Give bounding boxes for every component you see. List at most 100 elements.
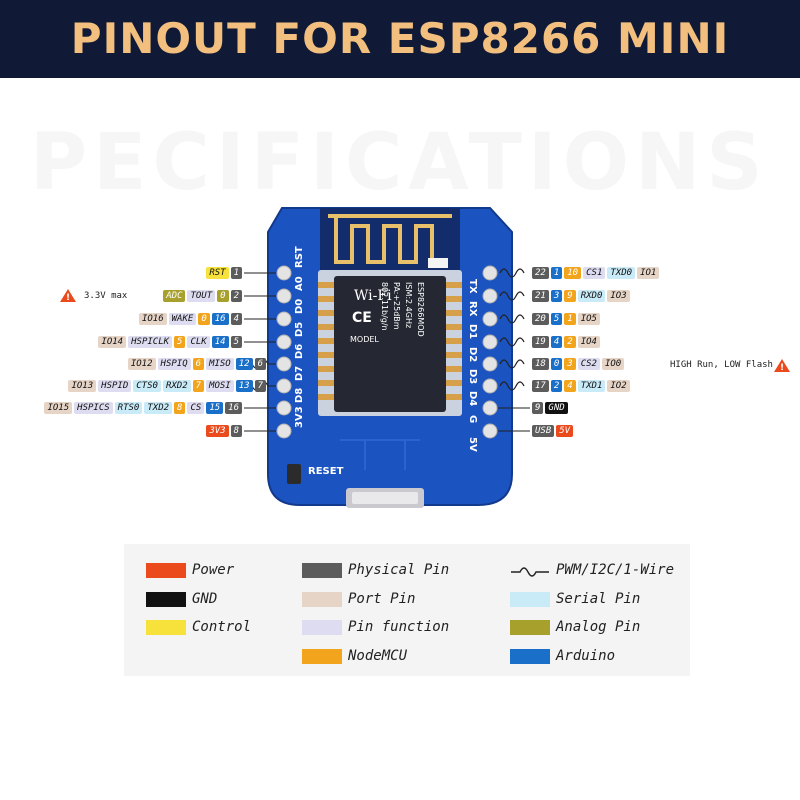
leader-lines: [244, 272, 530, 432]
arduino-tag: 1: [550, 267, 563, 279]
pin-function-tag: HSPID: [98, 380, 132, 392]
warning-icon: !: [60, 289, 76, 303]
io0-boot-note: HIGH Run, LOW Flash: [670, 360, 773, 370]
module-shield: [334, 276, 446, 412]
nodemcu-tag: 4: [564, 380, 576, 392]
header-holes-right: [482, 265, 498, 439]
silk-label: A0: [294, 276, 305, 291]
pin-function-tag: HSPICLK: [128, 336, 173, 348]
port-pin-tag: IO0: [601, 358, 625, 370]
legend-swatch: [146, 591, 186, 607]
nodemcu-tag: 5: [174, 336, 186, 348]
reset-button: [287, 464, 301, 484]
right-pin-row-5v: USB 5V: [532, 424, 574, 438]
legend-item-gnd: GND: [146, 591, 217, 607]
pin-function-tag: MISO: [206, 358, 234, 370]
nodemcu-tag: 1: [564, 313, 576, 325]
nodemcu-tag: 10: [564, 267, 582, 279]
silk-label: D3: [467, 369, 478, 384]
ce-mark: CE: [352, 310, 372, 326]
physical-pin-tag: 6: [254, 358, 266, 370]
silk-label: RST: [294, 246, 305, 268]
legend-swatch: [146, 619, 186, 635]
analog-pin-tag: ADC: [163, 290, 186, 302]
silk-label: D5: [294, 322, 305, 337]
physical-pin-tag: 2: [230, 290, 242, 302]
silk-label: G: [467, 415, 478, 423]
silk-label: D7: [294, 366, 305, 381]
svg-text:!: !: [780, 363, 784, 373]
power-tag: 5V: [556, 425, 574, 437]
pwm-wave-icon: [511, 566, 549, 577]
silk-label: D4: [467, 391, 478, 406]
physical-pin-tag: 20: [532, 313, 549, 325]
nodemcu-tag: 3: [564, 358, 576, 370]
legend-item-analog-pin: Analog Pin: [510, 619, 640, 635]
module-pads-right: [446, 282, 462, 400]
legend-swatch: [510, 648, 550, 664]
legend-label: Arduino: [556, 648, 616, 664]
physical-pin-tag: 21: [532, 290, 549, 302]
pin-function-tag: TOUT: [187, 290, 216, 302]
left-pin-row-d8: IO15 HSPICS RTS0 TXD2 8 CS 15 16: [44, 401, 242, 415]
background-watermark: PECIFICATIONS: [30, 118, 769, 208]
pin-function-tag: HSPICS: [74, 402, 113, 414]
silk-label: D1: [467, 324, 478, 339]
arduino-tag: 4: [550, 336, 563, 348]
right-pin-row-gnd: 9 GND: [532, 401, 568, 415]
physical-pin-tag: 7: [254, 380, 266, 392]
physical-pin-tag: 18: [532, 358, 549, 370]
left-pin-row-d5: IO14 HSPICLK 5 CLK 14 5: [98, 335, 242, 349]
right-pin-row-d3: 18 0 3 CS2 IO0: [532, 357, 625, 371]
legend-label: GND: [192, 591, 218, 607]
nodemcu-tag: 7: [192, 380, 205, 392]
pin-function-tag: HSPIQ: [157, 358, 191, 370]
serial-pin-tag: RXD2: [162, 380, 191, 392]
port-pin-tag: IO14: [98, 336, 127, 348]
page-title: PINOUT FOR ESP8266 MINI: [70, 14, 730, 63]
silk-label: 3V3: [294, 406, 305, 428]
module-spec-line: PA:+25dBm: [392, 282, 401, 330]
legend-label: Power: [192, 562, 235, 578]
gnd-tag: GND: [545, 402, 568, 414]
left-pin-row-d0: IO16 WAKE 0 16 4: [138, 312, 242, 326]
legend-item-power: Power: [146, 562, 234, 578]
nodemcu-tag: 8: [174, 402, 186, 414]
legend-label: Pin function: [348, 619, 450, 635]
serial-pin-tag: RTS0: [114, 402, 143, 414]
header-holes-left: [276, 265, 292, 439]
nodemcu-tag: 9: [564, 290, 576, 302]
silk-label: D2: [467, 347, 478, 362]
serial-pin-tag: TXD2: [144, 402, 173, 414]
pin-function-tag: CS1: [583, 267, 606, 279]
physical-pin-tag: 8: [230, 425, 242, 437]
right-pin-row-d2: 19 4 2 IO4: [532, 335, 600, 349]
legend-item-control: Control: [146, 619, 251, 635]
legend: Power GND Control Physical Pin Port Pin …: [124, 544, 690, 676]
physical-pin-tag: 4: [230, 313, 242, 325]
port-pin-tag: IO15: [44, 402, 73, 414]
right-pin-row-rx: 21 3 9 RXD0 IO3: [532, 289, 630, 303]
arduino-tag: 13: [235, 380, 253, 392]
legend-swatch: [302, 591, 342, 607]
left-pin-row-a0: ADC TOUT 0 2: [163, 289, 242, 303]
pin-function-tag: WAKE: [168, 313, 197, 325]
legend-label: Control: [192, 619, 252, 635]
reset-label: RESET: [308, 466, 344, 477]
pin-function-tag: MOSI: [206, 380, 234, 392]
physical-pin-tag: 17: [532, 380, 549, 392]
silk-label: TX: [467, 279, 478, 294]
silk-label: 5V: [467, 437, 478, 452]
warning-icon: !: [774, 359, 790, 373]
legend-item-arduino: Arduino: [510, 648, 615, 664]
legend-swatch: [510, 591, 550, 607]
port-pin-tag: IO16: [138, 313, 167, 325]
arduino-tag: 5: [550, 313, 563, 325]
svg-text:!: !: [66, 293, 70, 303]
physical-pin-tag: 5: [230, 336, 242, 348]
module-pads-left: [318, 282, 334, 400]
legend-swatch: [302, 619, 342, 635]
arduino-tag: 12: [235, 358, 253, 370]
legend-swatch: [510, 619, 550, 635]
physical-pin-tag: 16: [225, 402, 242, 414]
